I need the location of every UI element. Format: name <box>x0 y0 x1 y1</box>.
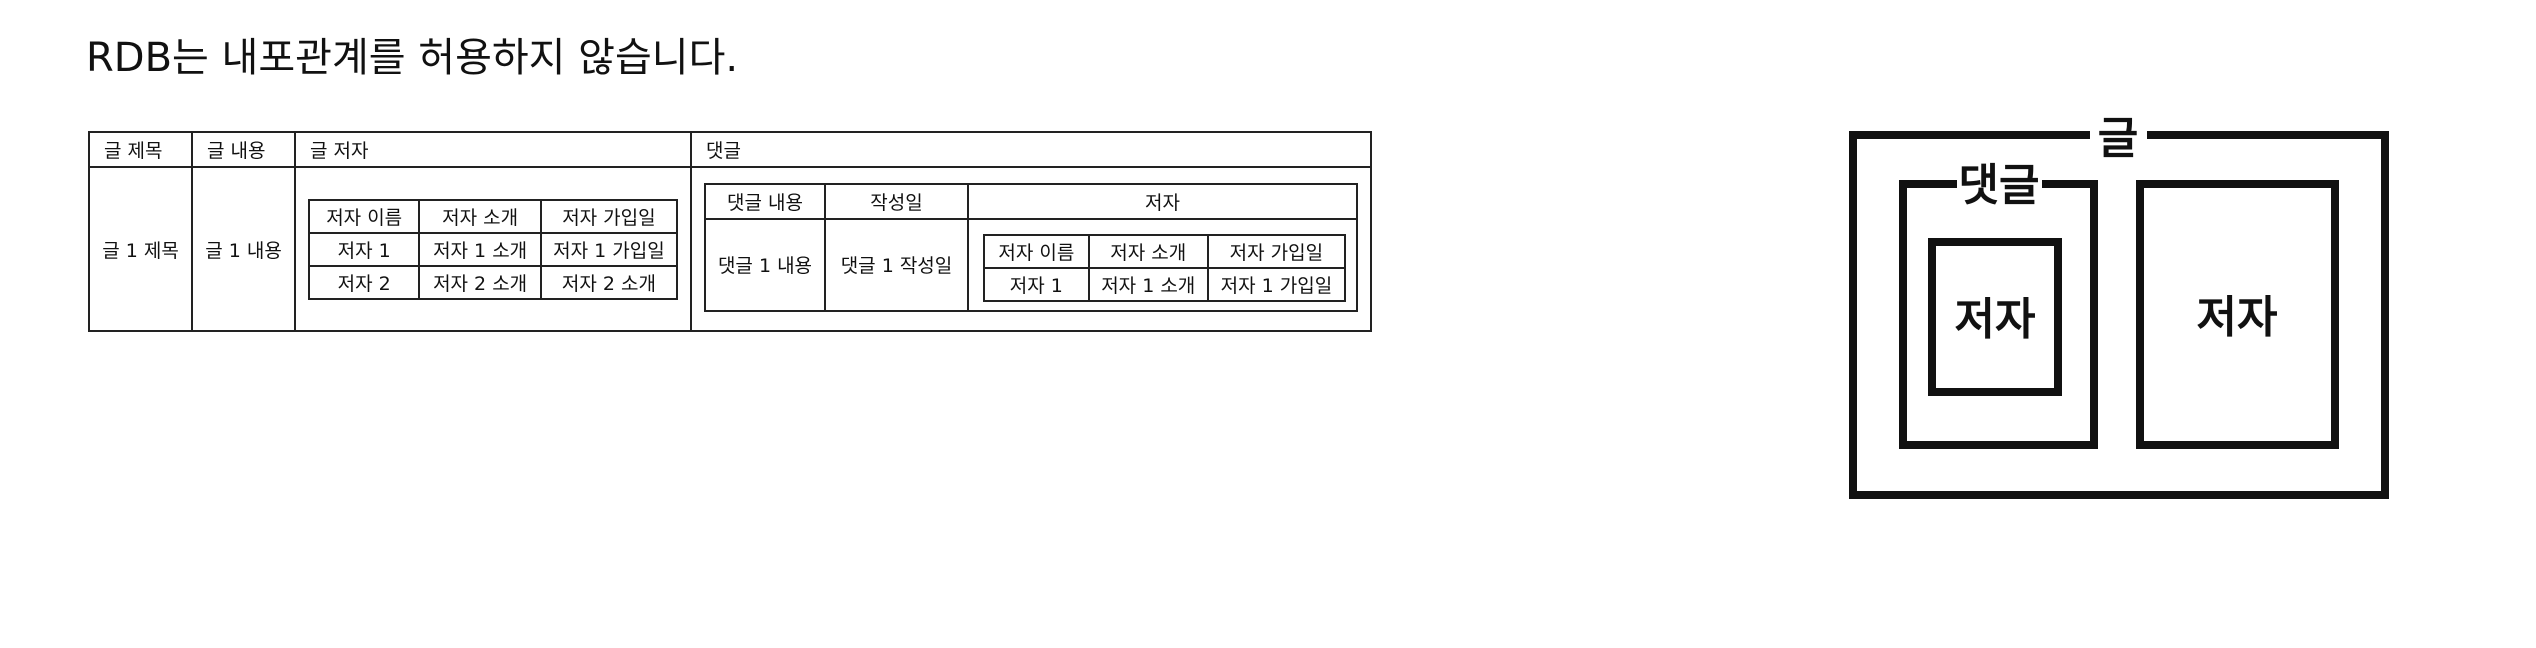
page-title: RDB는 내포관계를 허용하지 않습니다. <box>86 35 739 81</box>
post-author-name: 저자 1 <box>307 231 421 267</box>
cell-post-title: 글 1 제목 <box>88 166 193 332</box>
post-author-header-intro: 저자 소개 <box>418 198 542 234</box>
nested-data-table: 글 제목 글 내용 글 저자 댓글 글 1 제목 글 1 내용 저자 이름 저자… <box>88 131 1372 332</box>
comment-author-box <box>1928 238 2062 396</box>
post-author-joined: 저자 1 가입일 <box>539 231 679 267</box>
post-author-header-joined: 저자 가입일 <box>539 198 679 234</box>
header-post-title: 글 제목 <box>88 131 193 168</box>
post-label: 글 <box>2098 113 2138 164</box>
comment-header-author: 저자 <box>967 182 1358 220</box>
post-author-intro: 저자 2 소개 <box>418 264 542 300</box>
comment-box <box>1899 180 2098 449</box>
cell-post-authors: 저자 이름 저자 소개 저자 가입일 저자 1 저자 1 소개 저자 1 가입일… <box>294 166 692 332</box>
comment-header-created: 작성일 <box>824 182 969 220</box>
post-author-header-name: 저자 이름 <box>307 198 421 234</box>
comment-created: 댓글 1 작성일 <box>824 217 969 312</box>
comment-author-header-name: 저자 이름 <box>983 233 1090 269</box>
cell-post-content: 글 1 내용 <box>191 166 296 332</box>
cell-comment-authors: 저자 이름 저자 소개 저자 가입일 저자 1 저자 1 소개 저자 1 가입일 <box>967 217 1358 312</box>
cell-comments: 댓글 내용 작성일 저자 댓글 1 내용 댓글 1 작성일 <box>690 166 1372 332</box>
comment-author-label: 저자 <box>1955 294 2036 345</box>
comment-content: 댓글 1 내용 <box>704 217 826 312</box>
post-author-label: 저자 <box>2197 292 2278 343</box>
post-authors-table: 저자 이름 저자 소개 저자 가입일 저자 1 저자 1 소개 저자 1 가입일… <box>307 198 679 300</box>
header-comment: 댓글 <box>690 131 1372 168</box>
table-row: 저자 2 저자 2 소개 저자 2 소개 <box>307 264 679 300</box>
post-author-name: 저자 2 <box>307 264 421 300</box>
comment-author-intro: 저자 1 소개 <box>1087 266 1209 302</box>
table-row: 저자 1 저자 1 소개 저자 1 가입일 <box>307 231 679 267</box>
comment-author-header-joined: 저자 가입일 <box>1206 233 1347 269</box>
table-row: 저자 1 저자 1 소개 저자 1 가입일 <box>983 266 1347 302</box>
table-row: 댓글 1 내용 댓글 1 작성일 저자 이름 저자 소개 <box>704 217 1358 312</box>
comment-authors-table: 저자 이름 저자 소개 저자 가입일 저자 1 저자 1 소개 저자 1 가입일 <box>983 233 1347 302</box>
post-author-joined: 저자 2 소개 <box>539 264 679 300</box>
header-post-author: 글 저자 <box>294 131 692 168</box>
post-author-box <box>2136 180 2339 449</box>
comment-author-name: 저자 1 <box>983 266 1090 302</box>
comment-author-joined: 저자 1 가입일 <box>1206 266 1347 302</box>
comment-header-content: 댓글 내용 <box>704 182 826 220</box>
comment-label: 댓글 <box>1959 160 2040 211</box>
header-post-content: 글 내용 <box>191 131 296 168</box>
post-author-intro: 저자 1 소개 <box>418 231 542 267</box>
comments-table: 댓글 내용 작성일 저자 댓글 1 내용 댓글 1 작성일 <box>704 182 1358 312</box>
comment-author-header-intro: 저자 소개 <box>1087 233 1209 269</box>
post-box <box>1849 131 2389 499</box>
